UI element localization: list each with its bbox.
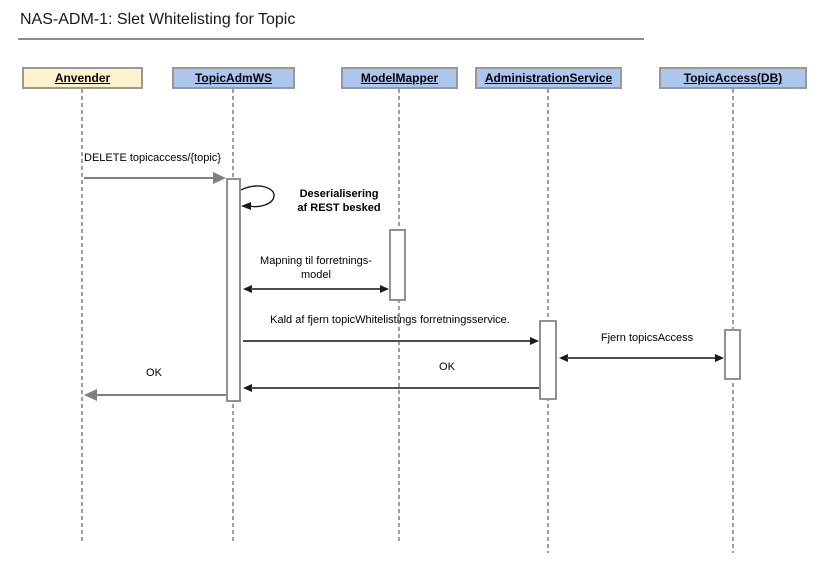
message-ok-anvender-label: OK: [146, 367, 162, 379]
actor-administrationservice: AdministrationService: [475, 67, 622, 89]
activation-topicaccessdb: [724, 329, 741, 380]
arrowhead-right-icon: [213, 172, 226, 184]
message-mapning-line1: Mapning til forretnings-: [260, 255, 372, 267]
lifeline-modelmapper: [398, 89, 400, 543]
activation-administrationservice: [539, 320, 557, 400]
actor-anvender-label: Anvender: [54, 71, 111, 85]
activation-modelmapper: [389, 229, 406, 301]
actor-modelmapper: ModelMapper: [341, 67, 458, 89]
lifeline-anvender: [81, 89, 83, 543]
message-deserialisering-label: Deserialisering af REST besked: [283, 187, 395, 215]
message-ok-admin-label: OK: [439, 361, 455, 373]
message-kald-line: [243, 340, 531, 342]
arrowhead-left-icon: [559, 354, 568, 362]
message-mapning-line: [251, 288, 381, 290]
lifeline-topicaccessdb: [732, 89, 734, 553]
actor-topicaccessdb-label: TopicAccess(DB): [683, 71, 783, 85]
message-deserialisering-line1: Deserialisering: [299, 188, 379, 200]
actor-anvender: Anvender: [22, 67, 143, 89]
actor-administrationservice-label: AdministrationService: [484, 71, 613, 85]
message-mapning-line2: model: [301, 269, 331, 281]
message-ok-admin-line: [251, 387, 539, 389]
message-delete-label: DELETE topicaccess/{topic}: [84, 152, 221, 164]
message-mapning-label: Mapning til forretnings- model: [257, 254, 375, 282]
self-message-loop-icon: [240, 185, 275, 210]
arrowhead-right-icon: [380, 285, 389, 293]
message-fjern-label: Fjern topicsAccess: [600, 332, 694, 344]
message-kald-label: Kald af fjern topicWhitelistings forretn…: [270, 314, 510, 326]
actor-topicadmws-label: TopicAdmWS: [194, 71, 273, 85]
message-deserialisering-line2: af REST besked: [297, 202, 381, 214]
actor-modelmapper-label: ModelMapper: [360, 71, 439, 85]
arrowhead-left-icon: [243, 285, 252, 293]
title-underline: [18, 38, 644, 40]
message-ok-anvender-line: [96, 394, 226, 396]
message-delete-line: [84, 177, 215, 179]
arrowhead-right-icon: [530, 337, 539, 345]
actor-topicadmws: TopicAdmWS: [172, 67, 295, 89]
arrowhead-left-icon: [84, 389, 97, 401]
message-fjern-line: [567, 357, 716, 359]
page-title: NAS-ADM-1: Slet Whitelisting for Topic: [20, 11, 296, 28]
arrowhead-right-icon: [715, 354, 724, 362]
arrowhead-left-icon: [243, 384, 252, 392]
actor-topicaccessdb: TopicAccess(DB): [659, 67, 807, 89]
activation-topicadmws: [226, 178, 241, 402]
